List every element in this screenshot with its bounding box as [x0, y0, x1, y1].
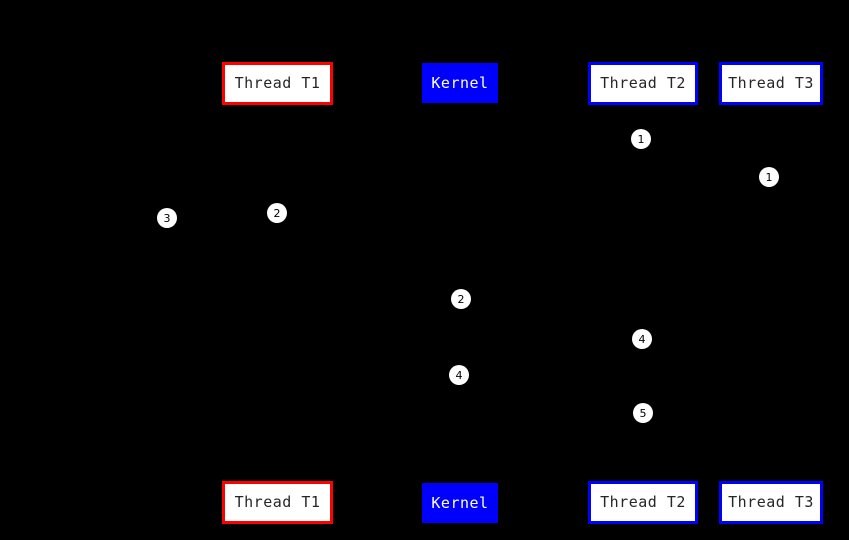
message-arrow-2	[643, 177, 770, 178]
lifeline-t2	[643, 105, 644, 481]
participant-header-kernel[interactable]: Kernel	[422, 63, 498, 103]
participant-label: Kernel	[431, 73, 489, 92]
message-arrow-3	[167, 218, 277, 219]
message-arrow-6	[277, 375, 460, 376]
step-badge-2: 2	[267, 203, 287, 223]
participant-footer-kernel[interactable]: Kernel	[422, 483, 498, 523]
step-badge-3: 3	[157, 208, 177, 228]
lifeline-t3	[770, 105, 771, 481]
message-arrow-5	[460, 339, 643, 340]
participant-footer-t1[interactable]: Thread T1	[222, 481, 333, 524]
participant-label: Thread T1	[234, 493, 321, 511]
participant-footer-t3[interactable]: Thread T3	[719, 481, 823, 524]
participant-header-t1[interactable]: Thread T1	[222, 62, 333, 105]
participant-header-t2[interactable]: Thread T2	[588, 62, 698, 105]
participant-label: Thread T1	[234, 74, 321, 92]
step-badge-4: 4	[449, 365, 469, 385]
participant-label: Thread T2	[600, 493, 686, 511]
participant-header-t3[interactable]: Thread T3	[719, 62, 823, 105]
participant-label: Thread T3	[728, 74, 814, 92]
message-arrow-4	[277, 299, 460, 300]
step-badge-1: 1	[759, 167, 779, 187]
lifeline-t1	[277, 105, 278, 481]
step-badge-2: 2	[451, 289, 471, 309]
step-badge-5: 5	[633, 403, 653, 423]
step-badge-1: 1	[631, 129, 651, 149]
participant-label: Kernel	[431, 493, 489, 512]
step-badge-4: 4	[632, 329, 652, 349]
message-arrow-1	[277, 139, 643, 140]
participant-label: Thread T3	[728, 493, 814, 511]
participant-footer-t2[interactable]: Thread T2	[588, 481, 698, 524]
message-arrow-7	[460, 413, 643, 414]
participant-label: Thread T2	[600, 74, 686, 92]
